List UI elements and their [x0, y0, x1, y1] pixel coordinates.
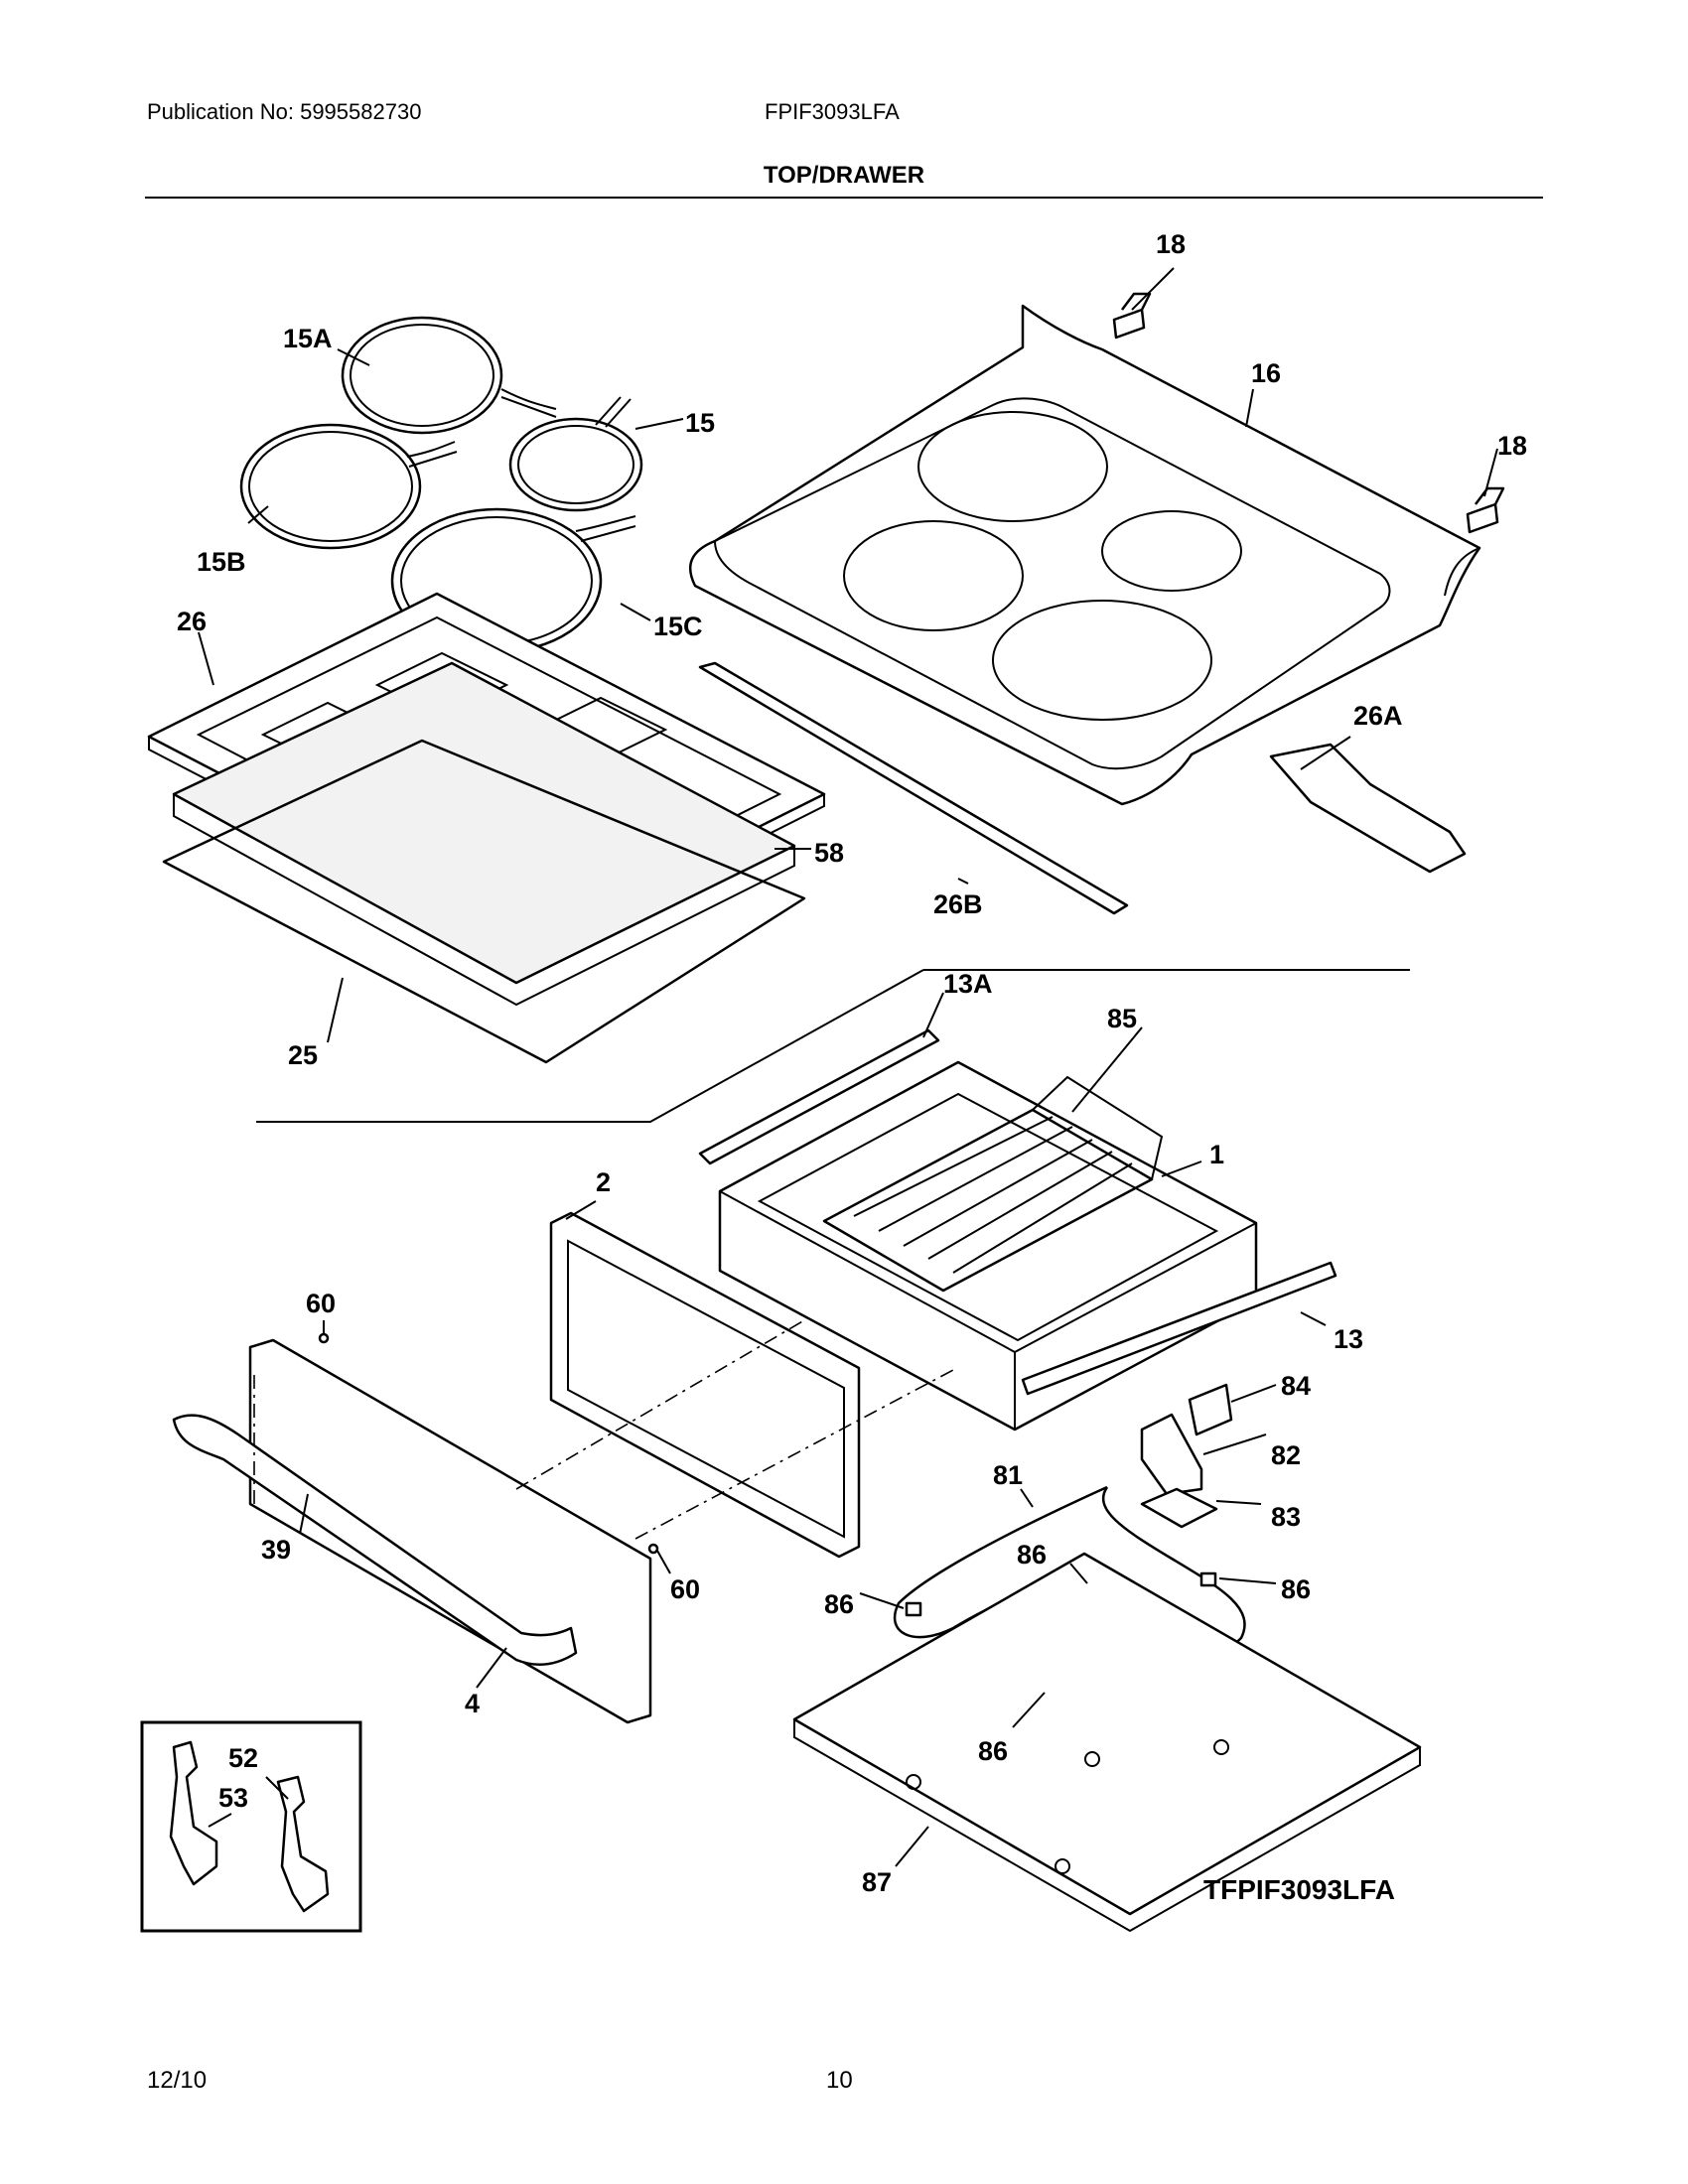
callout-18-right: 18: [1497, 431, 1527, 461]
drawer-handle[interactable]: [172, 1414, 578, 1666]
drawer-slide-13[interactable]: [1021, 1261, 1337, 1396]
callout-15: 15: [685, 408, 715, 438]
cooktop-cover-sheet[interactable]: [162, 739, 806, 1064]
screw-60-lower[interactable]: [647, 1543, 659, 1555]
cooktop-glass[interactable]: [688, 304, 1481, 806]
callout-18-left: 18: [1156, 229, 1186, 259]
callout-82: 82: [1271, 1440, 1301, 1470]
element-15[interactable]: [508, 396, 643, 512]
callout-86-b: 86: [1017, 1540, 1047, 1570]
section-title: TOP/DRAWER: [763, 162, 925, 189]
callout-26: 26: [177, 607, 207, 636]
callout-87: 87: [862, 1867, 892, 1897]
clamp-86-c[interactable]: [1199, 1571, 1217, 1587]
assembly-line-3: [634, 1369, 954, 1540]
callout-60-lower: 60: [670, 1574, 700, 1604]
drawer-front-panel[interactable]: [248, 1338, 652, 1724]
drawer-slide-13a[interactable]: [698, 1028, 940, 1165]
plate-83[interactable]: [1140, 1487, 1218, 1529]
callout-86-d: 86: [978, 1736, 1008, 1766]
rear-trim-26b[interactable]: [698, 661, 1129, 915]
drawer-rack[interactable]: [822, 1075, 1164, 1293]
callout-58: 58: [814, 838, 844, 868]
separator-diagonal: [256, 969, 924, 1123]
footer-date: 12/10: [147, 2067, 208, 2094]
bracket-26a[interactable]: [1269, 743, 1467, 874]
glass-clip-right[interactable]: [1466, 486, 1505, 534]
element-15a[interactable]: [341, 316, 557, 435]
callout-86-c: 86: [1281, 1574, 1311, 1604]
footer-page-number: 10: [826, 2067, 853, 2094]
callout-1: 1: [1209, 1140, 1224, 1169]
drawer-bottom-87[interactable]: [792, 1552, 1422, 1933]
callout-15b: 15B: [197, 547, 246, 577]
callout-15c: 15C: [653, 612, 703, 641]
insulation-pad[interactable]: [172, 661, 796, 1007]
bracket-52[interactable]: [169, 1740, 218, 1886]
callout-15a: 15A: [283, 324, 333, 353]
leader-lines: [198, 267, 1498, 1867]
callout-25: 25: [288, 1040, 318, 1070]
callout-85: 85: [1107, 1004, 1137, 1033]
callout-52: 52: [228, 1743, 258, 1773]
callout-81: 81: [993, 1460, 1023, 1490]
callout-4: 4: [465, 1689, 480, 1718]
callout-83: 83: [1271, 1502, 1301, 1532]
element-15b[interactable]: [239, 423, 458, 550]
callout-84: 84: [1281, 1371, 1311, 1401]
header-rule: [145, 197, 1543, 199]
callout-60-upper: 60: [306, 1289, 336, 1318]
drawer-frame[interactable]: [549, 1211, 861, 1559]
bracket-53[interactable]: [276, 1775, 330, 1913]
callout-39: 39: [261, 1535, 291, 1565]
screw-60-upper[interactable]: [318, 1332, 330, 1344]
clamp-86-a[interactable]: [905, 1601, 922, 1617]
callout-26b: 26B: [933, 889, 983, 919]
inset-box: [140, 1720, 362, 1933]
callout-53: 53: [218, 1783, 248, 1813]
publication-number: Publication No: 5995582730: [147, 99, 422, 124]
callout-2: 2: [596, 1167, 611, 1197]
callout-26a: 26A: [1353, 701, 1403, 731]
callout-86-a: 86: [824, 1589, 854, 1619]
glass-clip-left[interactable]: [1112, 292, 1152, 340]
callout-13a: 13A: [943, 969, 993, 999]
figure-id: TFPIF3093LFA: [1203, 1874, 1395, 1905]
callout-13: 13: [1334, 1324, 1363, 1354]
model-number: FPIF3093LFA: [765, 99, 900, 124]
callout-16: 16: [1251, 358, 1281, 388]
terminal-block-84[interactable]: [1188, 1383, 1233, 1436]
bracket-82[interactable]: [1140, 1413, 1203, 1496]
